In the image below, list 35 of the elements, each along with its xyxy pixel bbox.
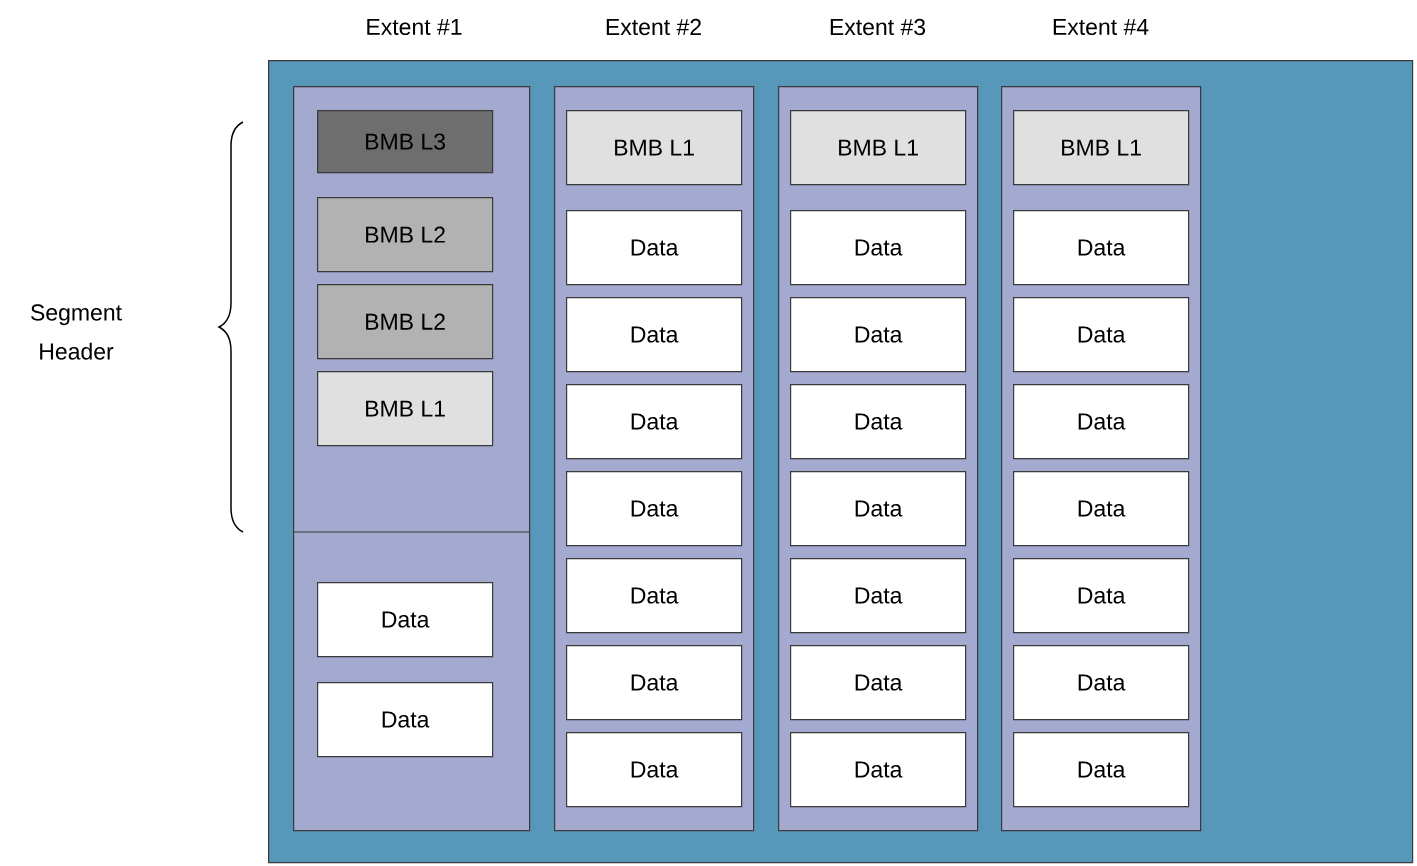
block-box: BMB L3 [317,110,494,174]
data-box: Data [1013,645,1190,721]
data-box: Data [790,210,967,286]
data-box: Data [566,384,743,460]
data-box: Data [566,558,743,634]
data-box: Data [790,645,967,721]
data-box: Data [566,297,743,373]
data-box: Data [317,682,494,758]
data-box: Data [1013,558,1190,634]
data-box: Data [566,210,743,286]
data-box: Data [1013,384,1190,460]
column-heading: Extent #2 [606,18,701,36]
block-box: BMB L2 [317,284,494,360]
data-box: Data [790,471,967,547]
block-box: BMB L1 [1013,110,1190,186]
data-box: Data [790,558,967,634]
block-box: BMB L1 [566,110,743,186]
column-heading: Extent #1 [367,18,462,35]
block-box: BMB L1 [317,371,494,447]
data-box: Data [317,582,494,658]
data-box: Data [566,645,743,721]
column-heading: Extent #3 [830,18,926,36]
data-box: Data [790,384,967,460]
side-label: Segment Header [31,304,122,360]
data-box: Data [790,732,967,808]
data-box: Data [1013,210,1190,286]
data-box: Data [1013,297,1190,373]
data-box: Data [1013,732,1190,808]
data-box: Data [1013,471,1190,547]
data-box: Data [790,297,967,373]
data-box: Data [566,471,743,547]
block-box: BMB L1 [790,110,967,186]
block-box: BMB L2 [317,197,494,273]
column-heading: Extent #4 [1053,18,1149,35]
data-box: Data [566,732,743,808]
